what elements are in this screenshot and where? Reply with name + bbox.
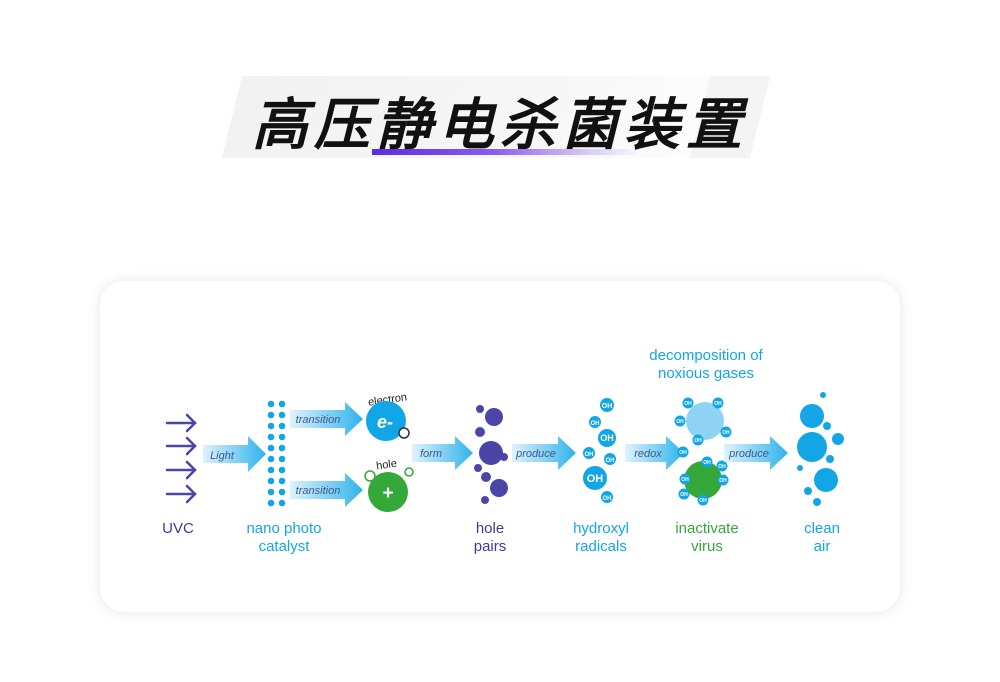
oh-label: OH [587,473,604,485]
oh-label: OH [602,403,613,410]
hole-pairs-cluster [474,405,508,504]
hole-small-circle-right [404,467,414,477]
title-banner: 高压静电杀菌装置 [0,0,1000,200]
stage-hydroxyl-label-2: radicals [575,538,627,555]
produce-2-label: produce [728,448,769,460]
light-arrow [203,436,266,472]
gas-virus-oh-labels: OH OH OH OH OH OH OH OH OH OH OH OH [676,401,730,504]
oh-label: OH [714,401,722,407]
title-underline [372,149,642,155]
form-arrow [412,436,473,470]
oh-label: OH [680,492,688,498]
oh-label: OH [699,498,707,504]
stage-clean-air-label-2: air [814,538,831,555]
redox-arrow [625,436,684,470]
oh-label: OH [684,401,692,407]
hole-word: hole [375,458,397,473]
uvc-arrow-2-icon [165,436,197,456]
hole-small-circle-left [364,470,376,482]
stage-catalyst-label-1: nano photo [246,520,321,537]
oh-label: OH [591,421,600,427]
produce-1-label: produce [515,448,556,460]
oh-label: OH [681,477,689,483]
diagram-card: decomposition of noxious gases Light [100,281,900,612]
stage-clean-air-label-1: clean [804,520,840,537]
oh-label: OH [703,460,711,466]
top-note-line2: noxious gases [658,365,754,382]
form-label: form [420,448,442,460]
stage-labels: UVC nano photo catalyst hole pairs hydro… [162,520,840,555]
electron-circle [366,401,406,441]
uvc-arrow-4-icon [165,484,197,504]
produce-2-arrow [724,436,788,470]
oh-label: OH [694,438,702,444]
gas-virus-cluster [674,397,732,506]
stage-uvc-label: UVC [162,520,194,537]
hydroxyl-oh-labels: OH OH OH OH OH OH OH [585,403,615,502]
produce-1-arrow [512,436,576,470]
oh-label: OH [722,430,730,436]
hydroxyl-cluster [583,398,616,503]
oh-label: OH [585,452,594,458]
oh-label: OH [718,464,726,470]
oh-label: OH [606,458,615,464]
page-title: 高压静电杀菌装置 [252,93,748,158]
uvc-arrows [165,413,197,504]
oh-label: OH [719,478,727,484]
uvc-arrow-1-icon [165,413,197,433]
process-diagram: decomposition of noxious gases Light [162,347,844,555]
light-label: Light [210,450,235,462]
noxious-gas-circle [686,402,724,440]
redox-label: redox [634,448,662,460]
transition-top-label: transition [296,414,341,426]
transition-bottom-label: transition [296,485,341,497]
top-note-line1: decomposition of [649,347,763,364]
transition-top-arrow [290,402,363,436]
uvc-arrow-3-icon [165,460,197,480]
oh-label: OH [676,419,684,425]
transition-bottom-arrow [290,473,363,507]
oh-label: OH [603,496,612,502]
stage-hydroxyl-label-1: hydroxyl [573,520,629,537]
electron-symbol: e- [377,412,393,432]
hole-circle [368,472,408,512]
oh-label: OH [679,450,687,456]
oh-label: OH [600,433,614,443]
electron-small-circle [398,427,410,439]
virus-circle [684,461,722,499]
hole-symbol: + [382,483,393,504]
stage-hole-pairs-label-2: pairs [474,538,507,555]
clean-air-cluster [797,392,844,506]
stage-virus-label-2: virus [691,538,723,555]
catalyst-dots [267,400,286,507]
stage-catalyst-label-2: catalyst [259,538,311,555]
stage-virus-label-1: inactivate [675,520,738,537]
stage-hole-pairs-label-1: hole [476,520,504,537]
